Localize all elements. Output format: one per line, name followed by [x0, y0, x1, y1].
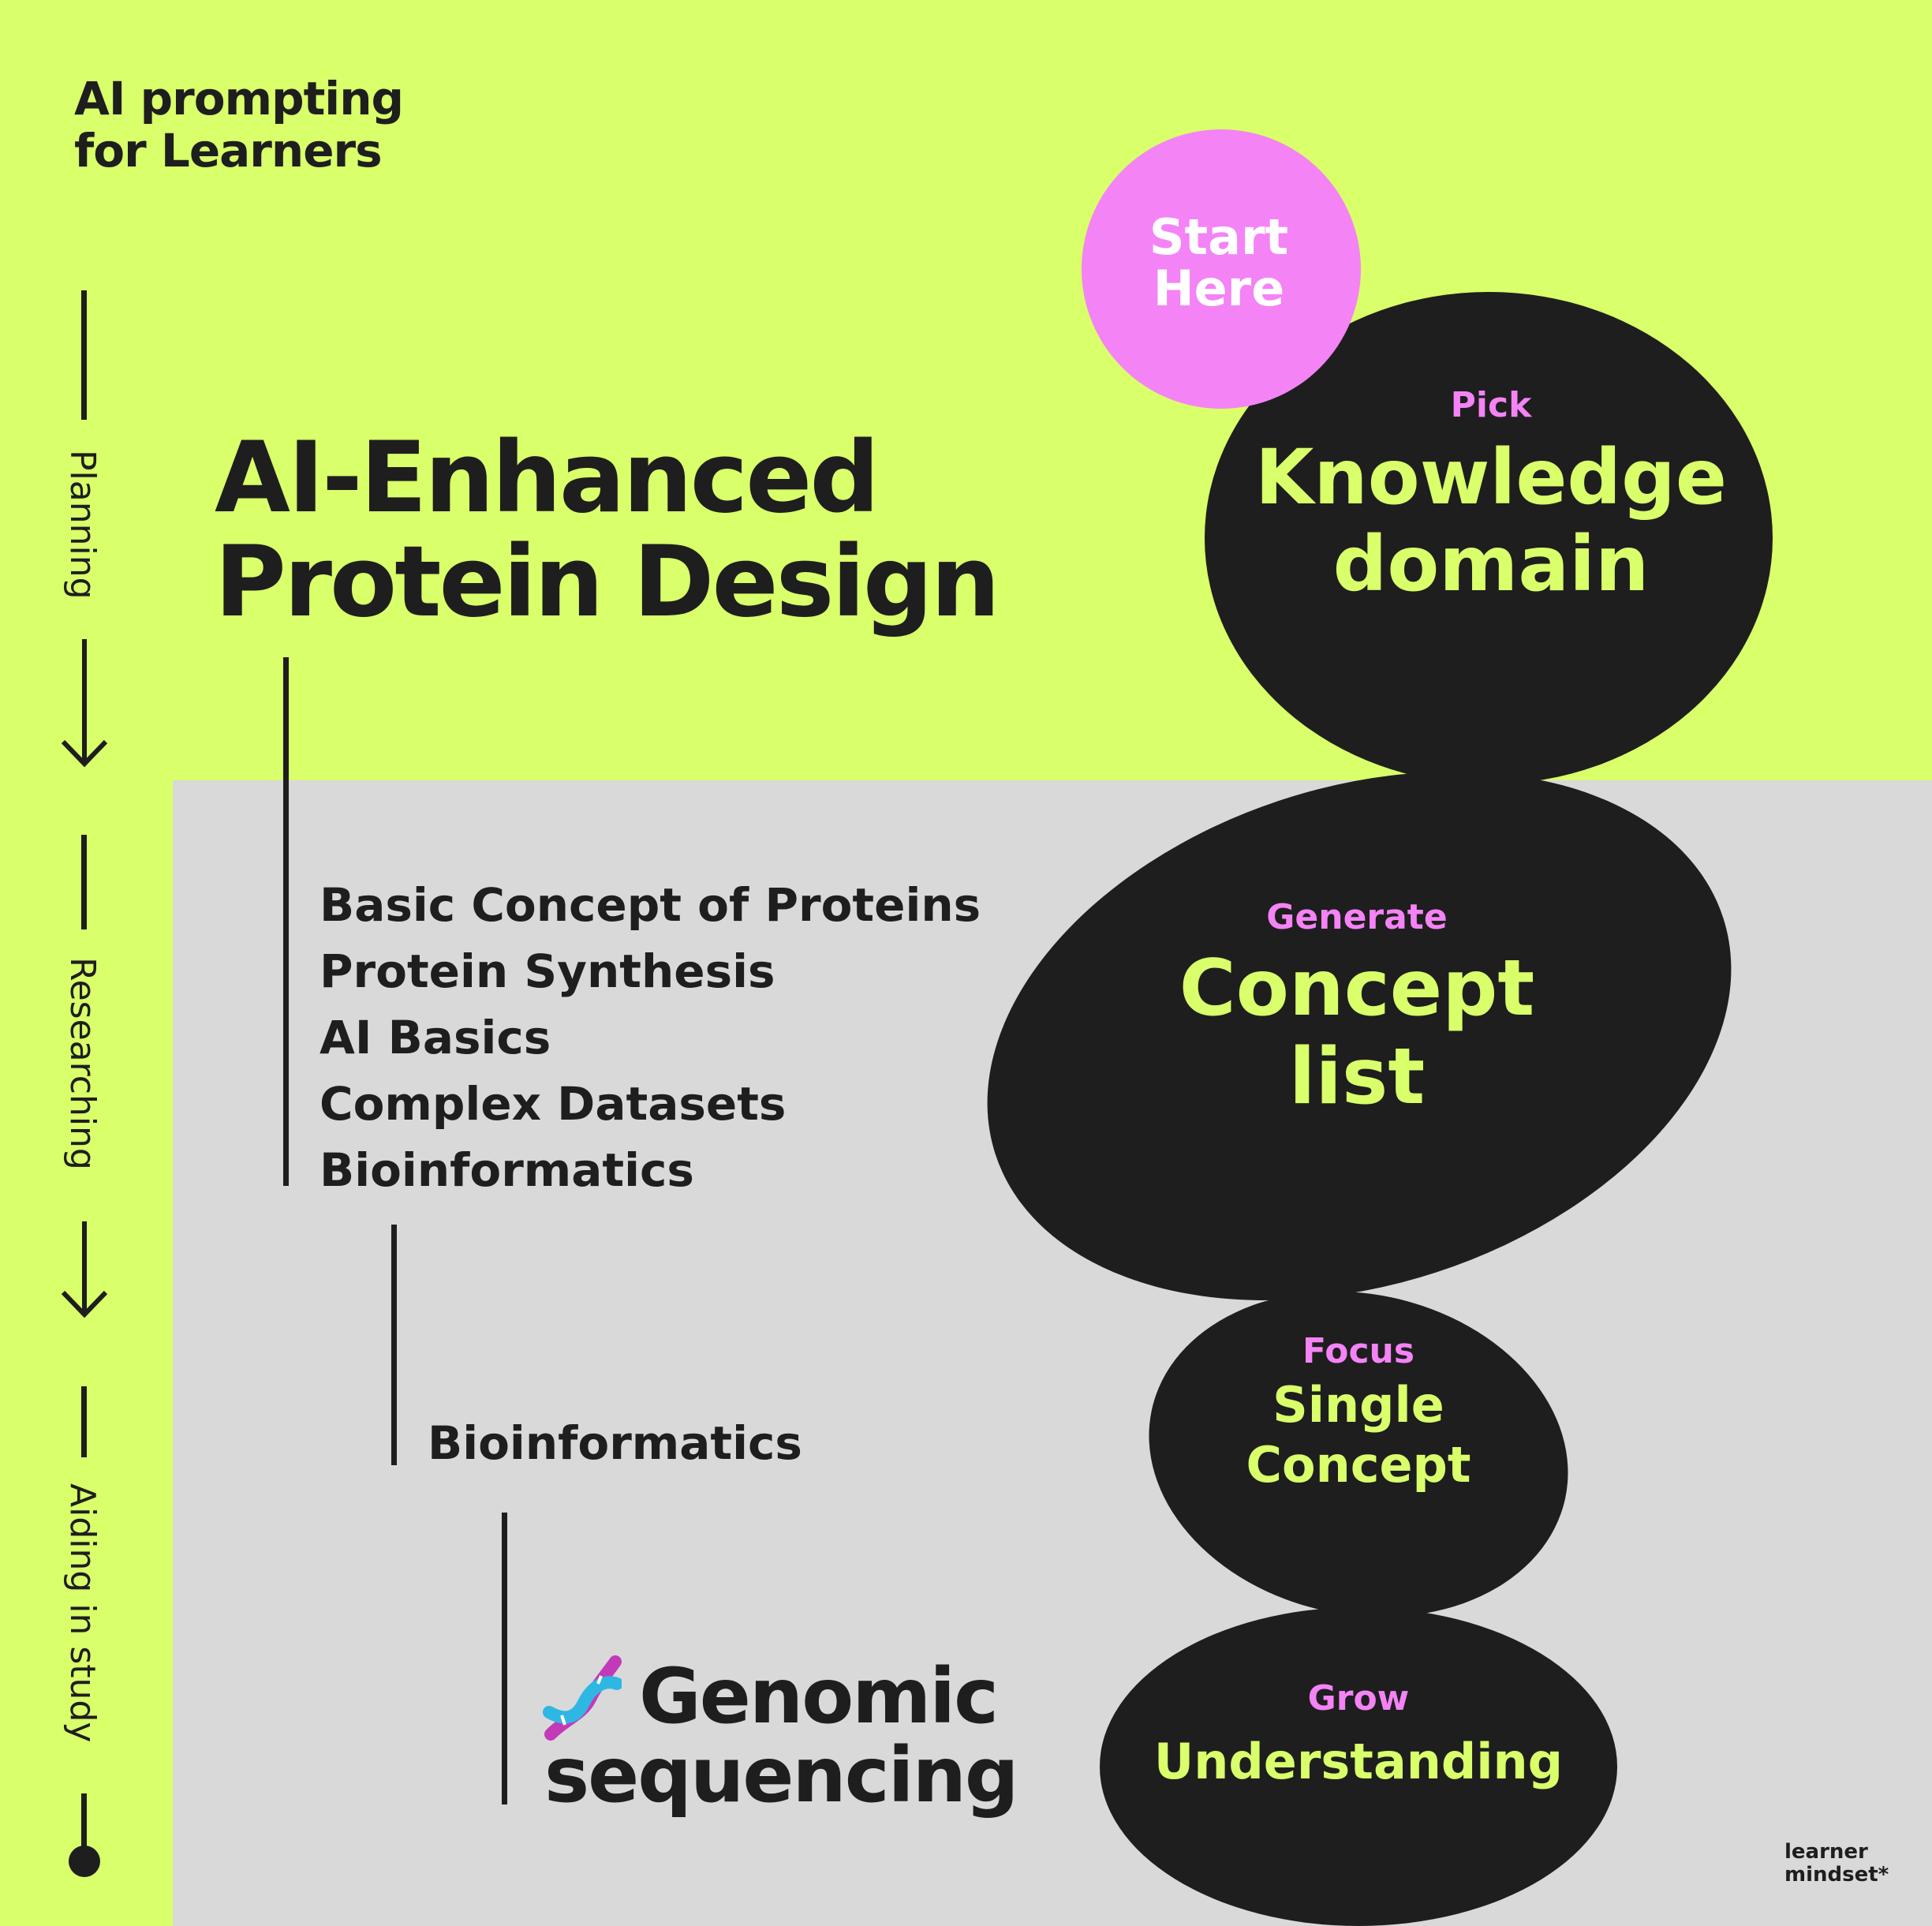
- brand-title: AI prompting for Learners: [74, 72, 404, 178]
- concept-item: Basic Concept of Proteins: [320, 878, 981, 932]
- step-verb: Focus: [1302, 1331, 1415, 1371]
- blob-generate: [987, 772, 1732, 1300]
- timeline-line-end: [81, 1793, 87, 1857]
- main-title-line-1: AI-Enhanced: [215, 421, 880, 535]
- concept-item: Complex Datasets: [320, 1077, 787, 1131]
- start-line-2: Here: [1153, 260, 1285, 317]
- concept-list: Basic Concept of Proteins Protein Synthe…: [320, 872, 981, 1203]
- genomic-connector: [502, 1513, 507, 1804]
- step-noun-line-2: Concept: [1246, 1436, 1471, 1494]
- step-noun-line-1: Concept: [1179, 944, 1535, 1034]
- blob-pick: [1205, 292, 1773, 784]
- concept-list-connector: [283, 657, 289, 1186]
- brand-line-1: AI prompting: [74, 72, 404, 125]
- step-grow: Grow Understanding: [1145, 1677, 1571, 1795]
- step-verb: Grow: [1307, 1678, 1410, 1718]
- blob-focus: [1149, 1291, 1568, 1617]
- step-noun-line-1: Knowledge: [1255, 433, 1727, 522]
- concept-item: Protein Synthesis: [320, 944, 775, 998]
- genomic-line-2: sequencing: [544, 1731, 1019, 1819]
- timeline-line-planning: [81, 290, 87, 420]
- main-title-line-2: Protein Design: [215, 525, 1000, 639]
- focus-connector: [391, 1225, 397, 1465]
- genomic-line-1: Genomic: [639, 1652, 999, 1741]
- genomic-sequencing-title: Genomic sequencing: [544, 1652, 1019, 1819]
- main-title: AI-Enhanced Protein Design: [215, 421, 1000, 639]
- step-noun-line-1: Understanding: [1153, 1733, 1564, 1790]
- start-here-label: Start Here: [1081, 211, 1357, 314]
- blob-grow: [1100, 1607, 1617, 1926]
- start-here-circle: [1082, 129, 1361, 409]
- step-noun-line-1: Single: [1272, 1376, 1444, 1434]
- dna-icon: [543, 1655, 622, 1741]
- start-line-1: Start: [1149, 208, 1289, 266]
- brand-line-2: for Learners: [74, 124, 383, 178]
- step-focus: Focus Single Concept: [1193, 1330, 1524, 1495]
- concept-item: AI Basics: [320, 1011, 551, 1064]
- step-pick: Pick Knowledge domain: [1246, 383, 1736, 608]
- step-noun-line-2: list: [1288, 1032, 1426, 1122]
- footer-logo-line-1: learner: [1784, 1840, 1868, 1864]
- step-generate: Generate Concept list: [1120, 896, 1594, 1121]
- step-verb: Pick: [1450, 385, 1532, 425]
- arrow-down-icon: [61, 1221, 108, 1318]
- footer-logo-line-2: mindset*: [1784, 1863, 1889, 1887]
- arrow-down-icon: [61, 639, 108, 768]
- footer-logo: learner mindset*: [1784, 1841, 1889, 1887]
- step-verb: Generate: [1266, 897, 1448, 937]
- timeline-end-dot-icon: [69, 1846, 100, 1877]
- timeline-line-researching: [81, 835, 87, 929]
- step-noun-line-2: domain: [1332, 520, 1650, 608]
- concept-item: Bioinformatics: [320, 1143, 694, 1197]
- focus-concept: Bioinformatics: [428, 1416, 802, 1470]
- timeline-line-study: [81, 1386, 87, 1457]
